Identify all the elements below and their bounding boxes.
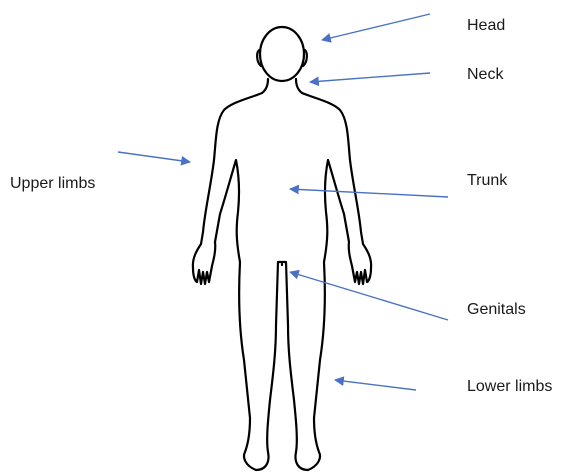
body-silhouette <box>193 79 371 470</box>
arrow-upper-limbs <box>118 152 190 162</box>
label-trunk: Trunk <box>467 173 507 189</box>
label-neck: Neck <box>467 67 503 83</box>
label-genitals: Genitals <box>467 302 526 318</box>
arrow-neck <box>310 73 430 82</box>
human-body-outline <box>193 27 371 470</box>
arrows <box>118 14 448 390</box>
arrow-lower-limbs <box>335 380 416 390</box>
label-upper-limbs: Upper limbs <box>10 176 95 192</box>
arrow-head <box>322 14 430 40</box>
label-lower-limbs: Lower limbs <box>467 379 552 395</box>
label-head: Head <box>467 18 505 34</box>
arrow-trunk <box>290 189 448 197</box>
head-outline <box>260 27 304 81</box>
